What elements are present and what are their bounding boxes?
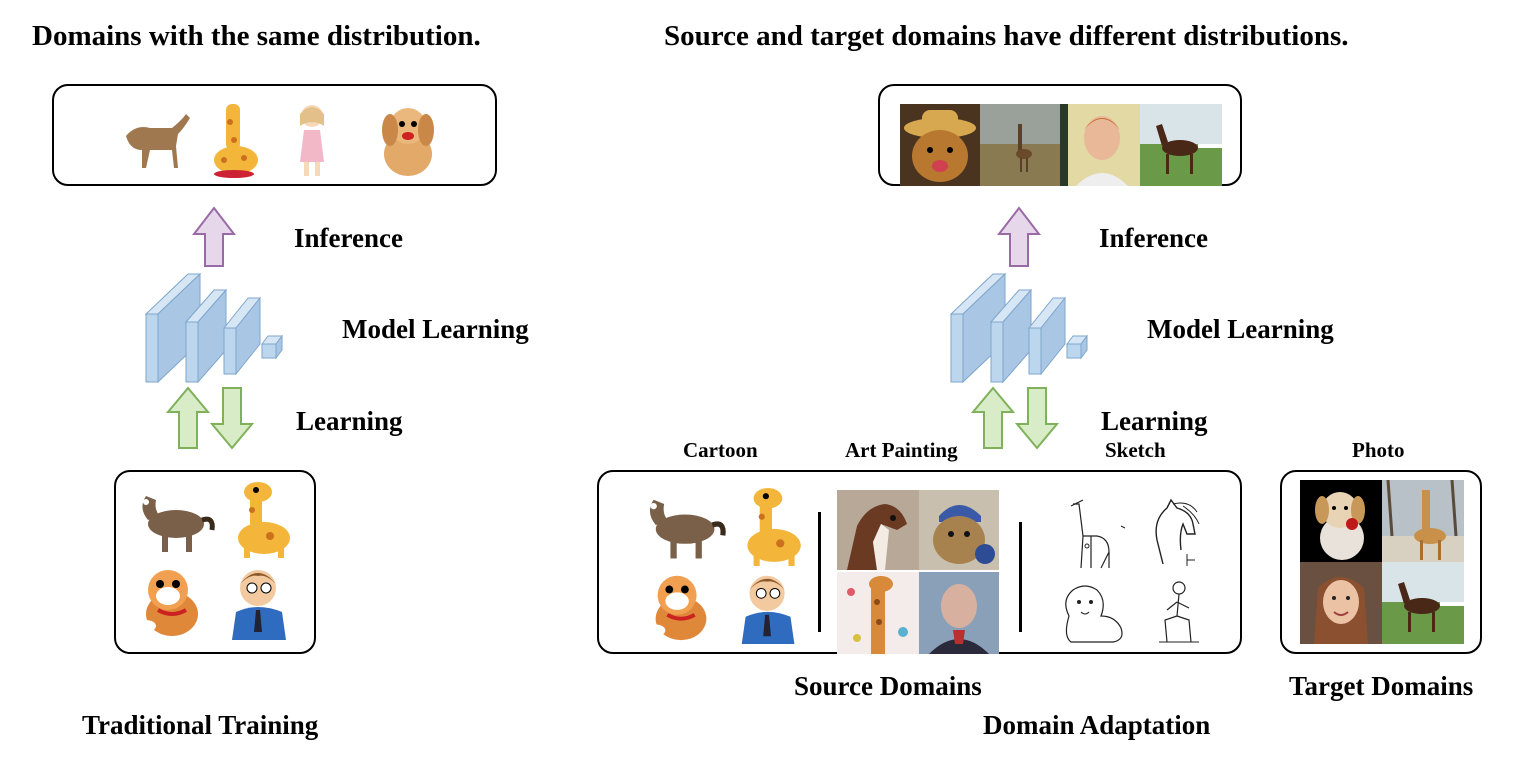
right-caption: Domain Adaptation [983, 710, 1211, 740]
cartoon-art-divider [818, 512, 821, 632]
dog-with-hat-photo [900, 104, 980, 186]
target-giraffe-photo [1382, 480, 1464, 562]
art-giraffe-painting [837, 572, 919, 654]
inference-examples-box [52, 84, 497, 186]
doll-image [292, 100, 332, 180]
target-puppy-photo [1300, 480, 1382, 562]
source-cartoon-person-image [727, 568, 813, 646]
target-girl-photo [1300, 562, 1382, 644]
cartoon-horse-image [132, 486, 216, 556]
horse-field-photo [1140, 104, 1222, 186]
sketch-person-image [1151, 576, 1207, 646]
left-inference-label: Inference [294, 223, 403, 253]
left-title: Domains with the same distribution. [32, 20, 481, 52]
right-learning-arrows-icon [965, 386, 1065, 450]
sketch-dog-image [1055, 576, 1133, 646]
source-domains-caption: Source Domains [794, 671, 982, 701]
giraffe-toy-image [204, 100, 264, 180]
man-portrait-photo [1060, 104, 1140, 186]
right-model-layers-icon [949, 272, 1089, 384]
target-domains-box [1280, 470, 1482, 654]
art-dog-painting [919, 490, 999, 570]
art-horse-painting [837, 490, 919, 570]
sketch-horse-head-image [1143, 494, 1207, 568]
right-model-learning-label: Model Learning [1147, 314, 1334, 344]
target-inference-box [878, 84, 1242, 186]
source-cartoon-giraffe-image [731, 484, 811, 570]
art-sketch-divider [1019, 522, 1022, 632]
left-learning-arrows-icon [160, 386, 260, 450]
target-horse-photo [1382, 562, 1464, 644]
cartoon-person-image [220, 562, 302, 642]
right-title: Source and target domains have different… [664, 20, 1349, 52]
sketch-domain-label: Sketch [1105, 438, 1166, 462]
art-painting-domain-label: Art Painting [845, 438, 958, 462]
source-cartoon-dog-image [639, 568, 723, 646]
source-cartoon-horse-image [639, 488, 727, 564]
source-domains-box [597, 470, 1242, 654]
right-inference-arrow-icon [997, 206, 1041, 268]
left-caption: Traditional Training [82, 710, 319, 740]
left-model-layers-icon [144, 272, 284, 384]
photo-domain-label: Photo [1352, 438, 1405, 462]
giraffe-savanna-photo [980, 104, 1060, 186]
right-learning-label: Learning [1101, 406, 1208, 436]
cartoon-dog-image [132, 562, 212, 642]
sketch-giraffe-image [1057, 496, 1131, 570]
cartoon-domain-label: Cartoon [683, 438, 758, 462]
toy-dog-image [376, 100, 438, 180]
left-learning-label: Learning [296, 406, 403, 436]
horse-drawing-image [116, 106, 194, 176]
right-inference-label: Inference [1099, 223, 1208, 253]
art-portrait-painting [919, 572, 999, 654]
target-domains-caption: Target Domains [1289, 671, 1474, 701]
left-model-learning-label: Model Learning [342, 314, 529, 344]
left-inference-arrow-icon [192, 206, 236, 268]
cartoon-giraffe-image [222, 480, 300, 560]
training-examples-box [114, 470, 316, 654]
